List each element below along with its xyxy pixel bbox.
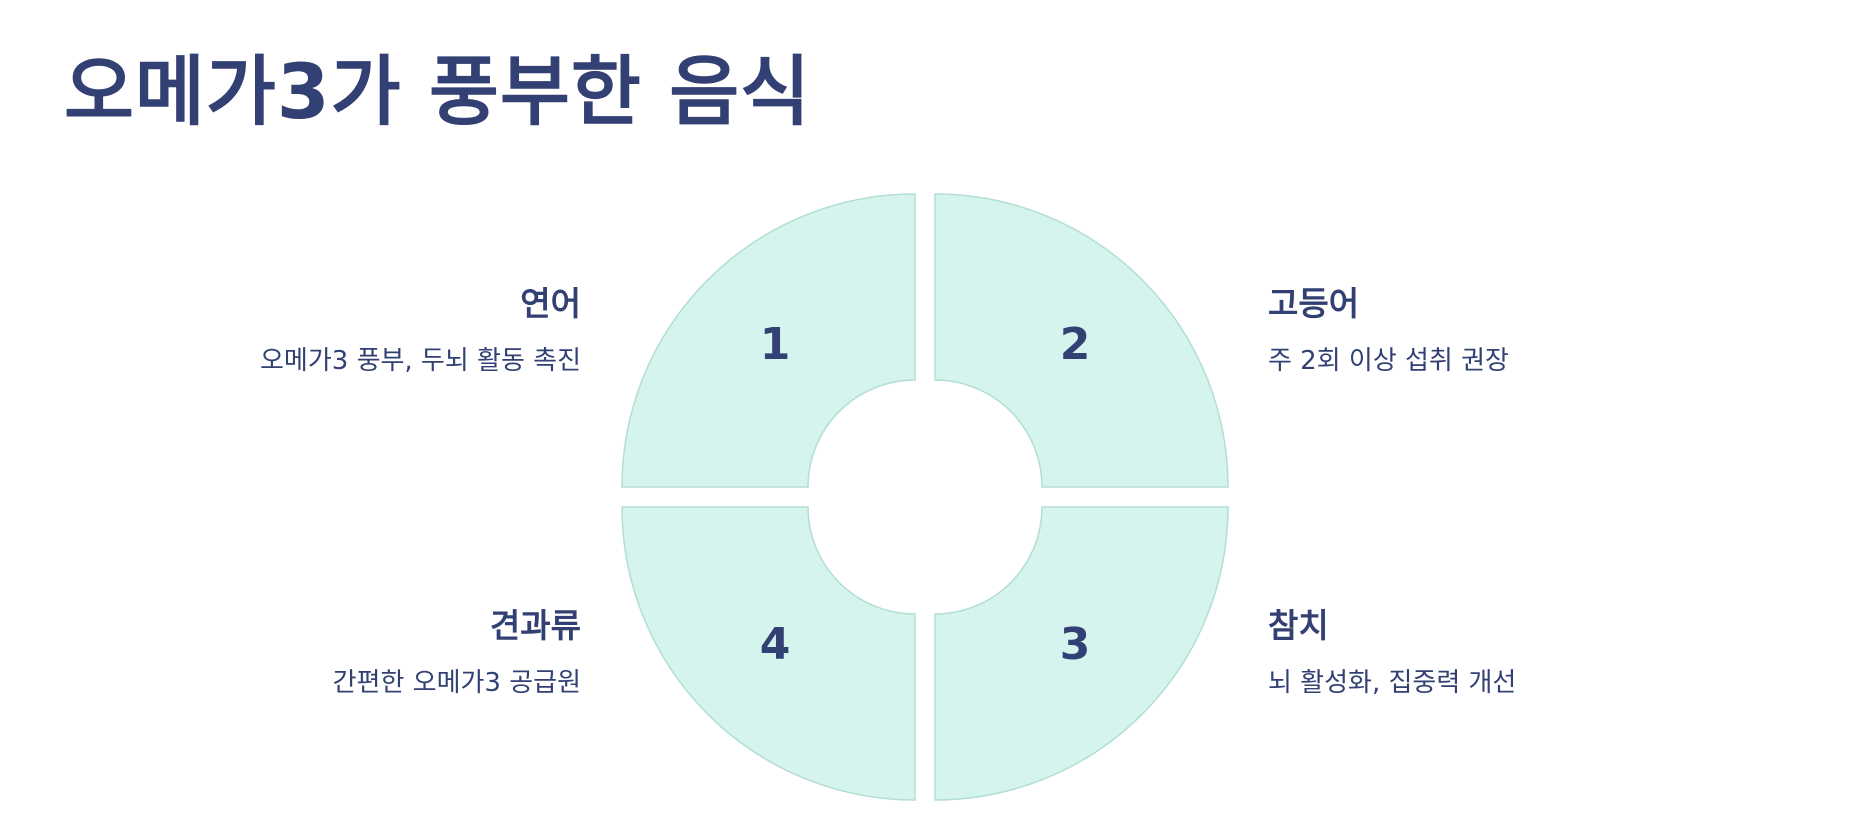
- segment-1-label: 연어 오메가3 풍부, 두뇌 활동 촉진: [260, 284, 581, 377]
- segment-2-number: 2: [1060, 319, 1091, 370]
- segment-2-shape: [934, 193, 1229, 488]
- segment-4-label: 견과류 간편한 오메가3 공급원: [333, 606, 581, 699]
- segment-1-description: 오메가3 풍부, 두뇌 활동 촉진: [260, 345, 581, 376]
- segment-2-heading: 고등어: [1268, 284, 1360, 323]
- segment-2-label: 고등어 주 2회 이상 섭취 권장: [1268, 284, 1509, 377]
- page-title: 오메가3가 풍부한 음식: [64, 47, 812, 136]
- segment-4-number: 4: [760, 619, 791, 670]
- segment-3-number: 3: [1060, 619, 1091, 670]
- segment-3-description: 뇌 활성화, 집중력 개선: [1268, 667, 1517, 698]
- segment-4-description: 간편한 오메가3 공급원: [332, 667, 581, 698]
- segment-1-shape: [621, 193, 916, 488]
- segment-3[interactable]: 3: [934, 506, 1229, 801]
- segment-3-label: 참치 뇌 활성화, 집중력 개선: [1268, 606, 1516, 699]
- segment-2-description: 주 2회 이상 섭취 권장: [1268, 345, 1509, 376]
- segment-1-heading: 연어: [520, 284, 581, 323]
- segment-4-heading: 견과류: [489, 606, 581, 645]
- segment-4[interactable]: 4: [621, 506, 916, 801]
- segment-3-heading: 참치: [1268, 606, 1329, 645]
- segment-1[interactable]: 1: [621, 193, 916, 488]
- segment-1-number: 1: [760, 319, 791, 370]
- segment-2[interactable]: 2: [934, 193, 1229, 488]
- segment-4-shape: [621, 506, 916, 801]
- segment-3-shape: [934, 506, 1229, 801]
